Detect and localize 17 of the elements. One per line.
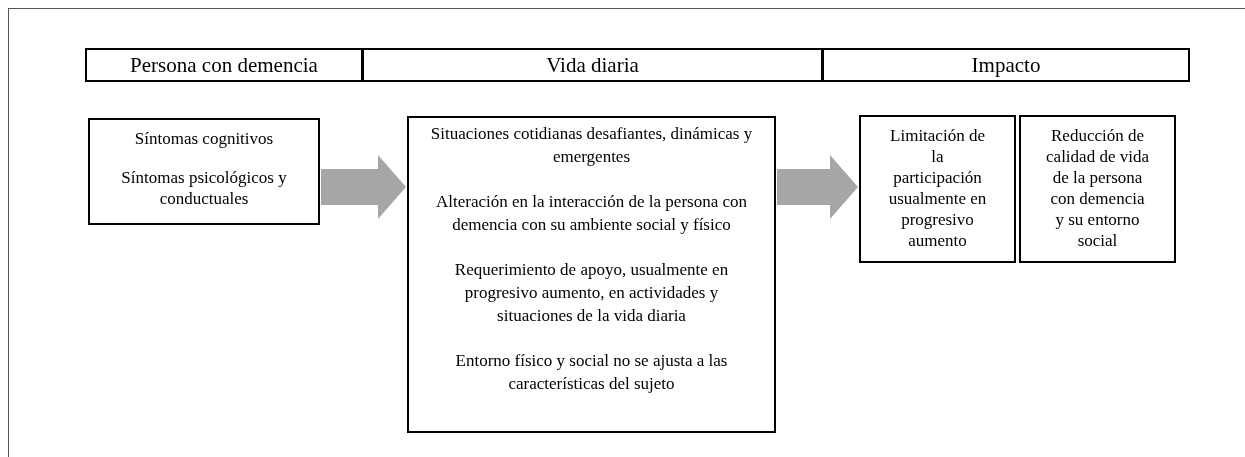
box-text: Síntomas psicológicos y conductuales — [120, 167, 288, 209]
block-arrow — [321, 155, 406, 219]
text-box — [407, 116, 776, 433]
box-text: Alteración en la interacción de la persona con demencia con su ambiente social y físico — [434, 191, 748, 236]
text-box — [1019, 115, 1176, 263]
column-header: Vida diaria — [362, 48, 823, 82]
box-text: Limitación de la participación usualmente en progresivo aumento — [888, 125, 987, 251]
column-header: Persona con demencia — [85, 48, 363, 82]
box-text: Requerimiento de apoyo, usualmente en progresivo aumento, en actividades y situaciones de la vida diaria — [453, 259, 730, 327]
box-text: Reducción de calidad de vida de la persona con demencia y su entorno social — [1045, 125, 1150, 251]
column-header: Impacto — [822, 48, 1190, 82]
block-arrow — [777, 155, 858, 219]
text-box — [88, 118, 320, 225]
text-box — [859, 115, 1016, 263]
box-text: Entorno físico y social no se ajusta a las características del sujeto — [454, 350, 729, 395]
box-text: Situaciones cotidianas desafiantes, dinámicas y emergentes — [429, 123, 754, 168]
box-text: Síntomas cognitivos — [134, 128, 274, 149]
